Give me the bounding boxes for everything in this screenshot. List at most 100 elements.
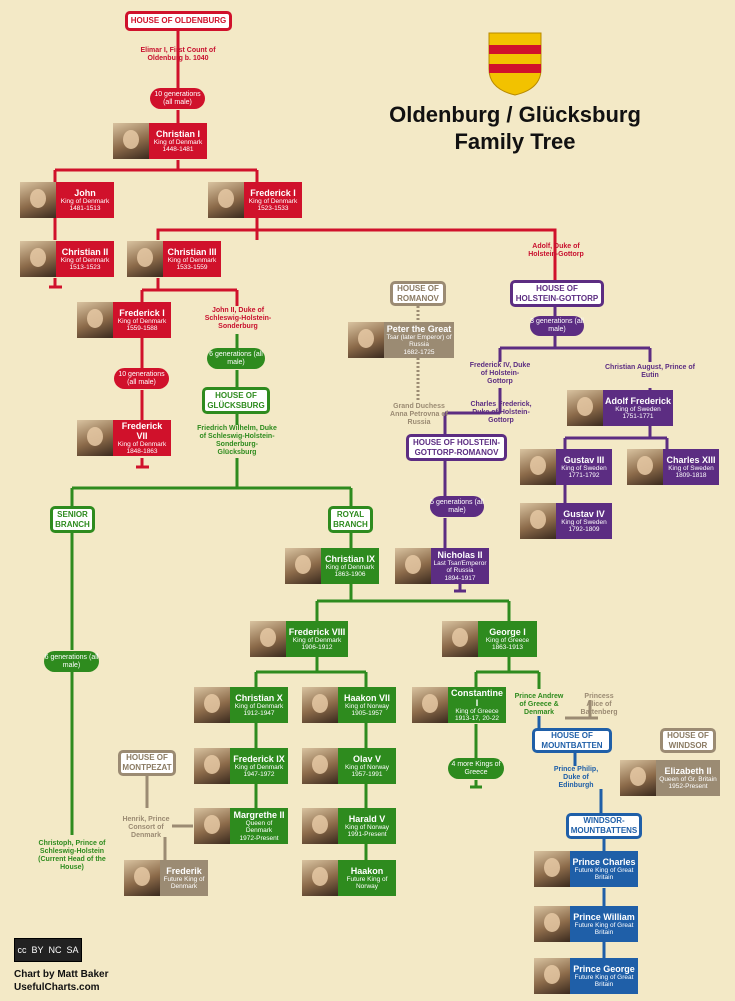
person-prince-george: Prince George Future King of Great Brita… — [534, 958, 638, 994]
portrait-nicholas-ii — [395, 548, 431, 584]
title-frederick-ii: King of Denmark — [117, 317, 167, 325]
person-margrethe-ii: Margrethe II Queen of Denmark 1972-Prese… — [194, 808, 288, 844]
note-frederick-iv: Frederick IV, Duke of Holstein-Gottorp — [469, 362, 531, 385]
person-christian-i: Christian I King of Denmark 1448-1481 — [113, 123, 207, 159]
years-peter-the-great: 1682-1725 — [403, 348, 435, 356]
years-margrethe-ii: 1972-Present — [239, 834, 279, 842]
name-frederik: Frederik — [166, 865, 202, 876]
portrait-christian-ix — [285, 548, 321, 584]
label-christian-ix: Christian IX King of Denmark 1863-1906 — [321, 548, 379, 584]
pill-3-generations: 3 generations (all male) — [530, 316, 584, 336]
person-john: John King of Denmark 1481-1513 — [20, 182, 114, 218]
portrait-prince-george — [534, 958, 570, 994]
oldenburg-coat-of-arms — [488, 32, 542, 96]
title-harald-v: King of Norway — [344, 823, 390, 831]
person-harald-v: Harald V King of Norway 1991-Present — [302, 808, 396, 844]
house-glucksburg: House of Glücksburg — [202, 387, 270, 414]
label-gustav-iii: Gustav III King of Sweden 1771-1792 — [556, 449, 612, 485]
creative-commons-badge: cc BY NC SA — [14, 938, 82, 962]
name-nicholas-ii: Nicholas II — [437, 549, 483, 560]
credit-site: UsefulCharts.com — [14, 982, 100, 993]
pill-6-generations: 6 generations (all male) — [207, 348, 265, 369]
pill-10-generations: 10 generations (all male) — [150, 88, 205, 109]
label-prince-william: Prince William Future King of Great Brit… — [570, 906, 638, 942]
note-christoph: Christoph, Prince of Schleswig-Holstein … — [38, 840, 106, 871]
years-gustav-iii: 1771-1792 — [568, 472, 600, 479]
label-adolf-frederick: Adolf Frederick King of Sweden 1751-1771 — [603, 390, 673, 426]
house-senior-branch: Senior Branch — [50, 506, 95, 533]
title-christian-ix: King of Denmark — [325, 563, 375, 571]
pill-10-generations-b: 10 generations (all male) — [114, 368, 169, 389]
years-christian-iii: 1533-1559 — [176, 264, 208, 271]
person-haakon: Haakon Future King of Norway — [302, 860, 396, 896]
by-glyph: BY — [31, 945, 44, 955]
house-holstein-gottorp-romanov: House of Holstein-Gottorp-Romanov — [406, 434, 507, 461]
person-george-i: George I King of Greece 1863-1913 — [442, 621, 537, 657]
label-prince-charles: Prince Charles Future King of Great Brit… — [570, 851, 638, 887]
title-nicholas-ii: Last Tsar/Emperor of Russia — [433, 559, 487, 575]
person-constantine-i: Constantine I King of Greece 1913-17, 20… — [412, 687, 506, 723]
label-frederick-vii: Frederick VII King of Denmark 1848-1863 — [113, 420, 171, 456]
name-harald-v: Harald V — [348, 813, 386, 824]
years-john: 1481-1513 — [69, 205, 101, 212]
years-frederick-ix: 1947-1972 — [243, 771, 275, 778]
house-montpezat: House of Montpezat — [118, 750, 176, 776]
portrait-peter-the-great — [348, 322, 384, 358]
person-adolf-frederick: Adolf Frederick King of Sweden 1751-1771 — [567, 390, 673, 426]
name-constantine-i: Constantine I — [450, 687, 503, 708]
title-frederick-vii: King of Denmark — [117, 440, 167, 448]
note-princess-alice: Princess Alice of Battenberg — [580, 693, 618, 716]
label-elizabeth-ii: Elizabeth II Queen of Gr. Britain 1952-P… — [656, 760, 720, 796]
portrait-olav-v — [302, 748, 338, 784]
house-royal-branch: Royal Branch — [328, 506, 373, 533]
title-olav-v: King of Norway — [344, 763, 390, 771]
name-frederick-i: Frederick I — [250, 187, 296, 198]
years-frederick-viii: 1906-1912 — [301, 644, 333, 651]
years-christian-x: 1912-1947 — [243, 710, 275, 717]
title-frederick-ix: King of Denmark — [234, 763, 284, 771]
title-christian-iii: King of Denmark — [167, 256, 217, 264]
note-prince-philip: Prince Philip, Duke of Edinburgh — [553, 766, 599, 789]
house-windsor-mountbattens: Windsor-Mountbattens — [566, 813, 642, 839]
portrait-prince-charles — [534, 851, 570, 887]
label-frederik: Frederik Future King of Denmark — [160, 860, 208, 896]
person-christian-x: Christian X King of Denmark 1912-1947 — [194, 687, 288, 723]
name-gustav-iii: Gustav III — [563, 454, 605, 465]
portrait-elizabeth-ii — [620, 760, 656, 796]
name-george-i: George I — [489, 626, 526, 637]
name-frederick-ii: Frederick I — [119, 307, 165, 318]
label-frederick-i: Frederick I King of Denmark 1523-1533 — [244, 182, 302, 218]
person-gustav-iv: Gustav IV King of Sweden 1792-1809 — [520, 503, 612, 539]
note-christian-august: Christian August, Prince of Eutin — [605, 364, 695, 379]
label-prince-george: Prince George Future King of Great Brita… — [570, 958, 638, 994]
title-christian-x: King of Denmark — [234, 702, 284, 710]
person-frederik: Frederik Future King of Denmark — [124, 860, 208, 896]
label-christian-i: Christian I King of Denmark 1448-1481 — [149, 123, 207, 159]
label-frederick-ix: Frederick IX King of Denmark 1947-1972 — [230, 748, 288, 784]
cc-glyph: cc — [17, 945, 27, 955]
portrait-christian-i — [113, 123, 149, 159]
title-gustav-iv: King of Sweden — [561, 518, 607, 526]
page-title: Oldenburg / Glücksburg Family Tree — [360, 101, 670, 155]
portrait-christian-ii — [20, 241, 56, 277]
name-charles-xiii: Charles XIII — [666, 454, 716, 465]
person-frederick-ii: Frederick I King of Denmark 1559-1588 — [77, 302, 171, 338]
portrait-harald-v — [302, 808, 338, 844]
person-frederick-i: Frederick I King of Denmark 1523-1533 — [208, 182, 302, 218]
person-charles-xiii: Charles XIII King of Sweden 1809-1818 — [627, 449, 719, 485]
name-frederick-ix: Frederick IX — [233, 753, 285, 764]
name-christian-i: Christian I — [155, 128, 200, 139]
portrait-gustav-iv — [520, 503, 556, 539]
label-frederick-viii: Frederick VIII King of Denmark 1906-1912 — [286, 621, 348, 657]
house-mountbatten: House of Mountbatten — [532, 728, 612, 753]
portrait-adolf-frederick — [567, 390, 603, 426]
house-windsor: House of Windsor — [660, 728, 716, 753]
title-elizabeth-ii: Queen of Gr. Britain — [659, 775, 717, 783]
portrait-haakon — [302, 860, 338, 896]
note-john-ii: John II, Duke of Schleswig-Holstein-Sond… — [204, 307, 272, 330]
label-christian-x: Christian X King of Denmark 1912-1947 — [230, 687, 288, 723]
years-constantine-i: 1913-17, 20-22 — [454, 715, 500, 722]
portrait-christian-x — [194, 687, 230, 723]
